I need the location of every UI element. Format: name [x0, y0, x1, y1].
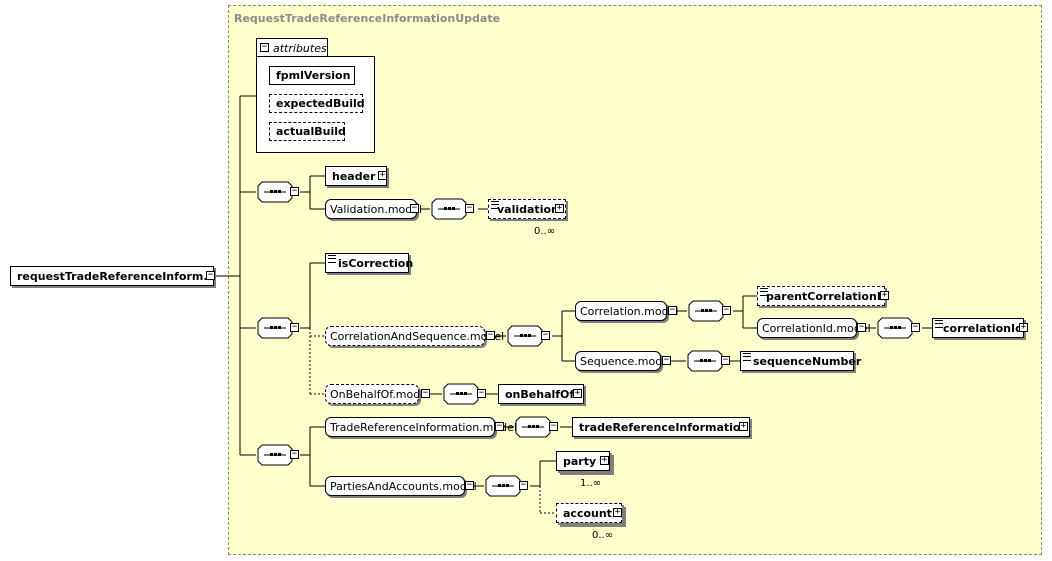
expand-icon[interactable]: + — [613, 507, 622, 517]
collapse-icon[interactable]: − — [911, 322, 920, 332]
occurrence-label: 1..∞ — [580, 478, 602, 489]
group-sequence-model[interactable]: Sequence.model — [575, 351, 672, 371]
collapse-icon[interactable]: − — [495, 421, 504, 431]
collapse-icon[interactable]: − — [486, 330, 495, 340]
element-label: isCorrection — [338, 256, 414, 270]
documentation-icon — [743, 353, 751, 361]
element-label: party — [563, 454, 597, 468]
group-correlation-and-sequence-model[interactable]: CorrelationAndSequence.model — [325, 326, 504, 346]
attribute-label: actualBuild — [276, 125, 346, 138]
group-label: TradeReferenceInformation.model — [330, 420, 517, 434]
element-label: correlationId — [943, 321, 1023, 335]
group-correlationid-model[interactable]: CorrelationId.model — [757, 318, 871, 338]
group-label: Validation.model — [330, 202, 423, 216]
collapse-icon[interactable]: − — [519, 480, 528, 490]
group-correlation-model[interactable]: Correlation.model — [575, 301, 678, 321]
expand-icon[interactable]: + — [1019, 322, 1028, 332]
documentation-icon — [935, 320, 943, 328]
collapse-icon[interactable]: − — [668, 305, 677, 315]
collapse-icon[interactable]: − — [477, 388, 486, 398]
collapse-icon[interactable]: − — [541, 330, 550, 340]
attribute-actualbuild[interactable]: actualBuild — [269, 122, 346, 141]
element-label: tradeReferenceInformation — [579, 420, 749, 434]
group-parties-and-accounts-model[interactable]: PartiesAndAccounts.model — [325, 476, 477, 496]
element-label: parentCorrelationId — [766, 289, 889, 303]
group-trade-reference-information-model[interactable]: TradeReferenceInformation.model — [325, 417, 517, 437]
group-label: Sequence.model — [580, 354, 673, 368]
group-label: PartiesAndAccounts.model — [330, 479, 477, 493]
root-element-node[interactable]: requestTradeReferenceInform... — [10, 266, 216, 286]
expand-icon[interactable]: + — [880, 290, 889, 300]
element-iscorrection[interactable]: isCorrection — [325, 253, 413, 273]
collapse-icon[interactable]: − — [465, 203, 474, 213]
group-validation-model[interactable]: Validation.model — [325, 199, 422, 219]
expand-icon[interactable]: + — [573, 388, 582, 398]
occurrence-label: 0..∞ — [592, 530, 614, 541]
expand-icon[interactable]: + — [600, 455, 609, 465]
attribute-fpmlversion[interactable]: fpmlVersion — [269, 66, 355, 85]
element-onbehalfof[interactable]: onBehalfOf — [498, 384, 584, 404]
group-label: CorrelationId.model — [762, 321, 871, 335]
collapse-icon[interactable]: − — [260, 42, 269, 52]
collapse-icon[interactable]: − — [857, 322, 866, 332]
documentation-icon — [491, 201, 499, 209]
type-name-label: RequestTradeReferenceInformationUpdate — [234, 12, 501, 25]
expand-icon[interactable]: + — [378, 170, 387, 180]
element-label: account — [563, 506, 612, 520]
collapse-icon[interactable]: − — [290, 322, 299, 332]
collapse-icon[interactable]: − — [421, 388, 430, 398]
collapse-icon[interactable]: − — [662, 355, 671, 365]
element-label: header — [332, 169, 376, 183]
collapse-icon[interactable]: − — [722, 305, 731, 315]
attribute-label: expectedBuild — [276, 97, 365, 110]
attributes-tab: attributes — [256, 38, 328, 57]
collapse-icon[interactable]: − — [549, 421, 558, 431]
collapse-icon[interactable]: − — [290, 449, 299, 459]
element-sequencenumber[interactable]: sequenceNumber — [740, 351, 861, 371]
element-correlationid[interactable]: correlationId — [932, 318, 1024, 338]
element-parentcorrelationid[interactable]: parentCorrelationId — [757, 286, 889, 306]
element-tradereferenceinformation[interactable]: tradeReferenceInformation — [572, 417, 750, 437]
group-onbehalfof-model[interactable]: OnBehalfOf.model — [325, 384, 430, 404]
attributes-title: attributes — [273, 41, 327, 55]
collapse-icon[interactable]: − — [465, 480, 474, 490]
element-label: sequenceNumber — [753, 354, 862, 368]
documentation-icon — [328, 255, 336, 263]
occurrence-label: 0..∞ — [534, 226, 556, 237]
collapse-icon[interactable]: − — [206, 270, 215, 280]
attribute-label: fpmlVersion — [276, 69, 351, 82]
collapse-icon[interactable]: − — [721, 355, 730, 365]
attribute-expectedbuild[interactable]: expectedBuild — [269, 94, 365, 113]
expand-icon[interactable]: + — [739, 421, 748, 431]
root-element-label: requestTradeReferenceInform... — [17, 269, 216, 283]
element-party[interactable]: party — [556, 451, 610, 471]
element-validation[interactable]: validation — [488, 199, 566, 219]
expand-icon[interactable]: + — [555, 203, 564, 213]
element-header[interactable]: header — [325, 166, 387, 186]
group-label: CorrelationAndSequence.model — [330, 329, 505, 343]
group-label: Correlation.model — [580, 304, 679, 318]
group-label: OnBehalfOf.model — [330, 387, 431, 401]
collapse-icon[interactable]: − — [410, 203, 419, 213]
element-account[interactable]: account — [556, 503, 622, 523]
element-label: onBehalfOf — [505, 387, 575, 401]
element-label: validation — [497, 202, 559, 216]
collapse-icon[interactable]: − — [290, 186, 299, 196]
documentation-icon — [760, 288, 768, 296]
